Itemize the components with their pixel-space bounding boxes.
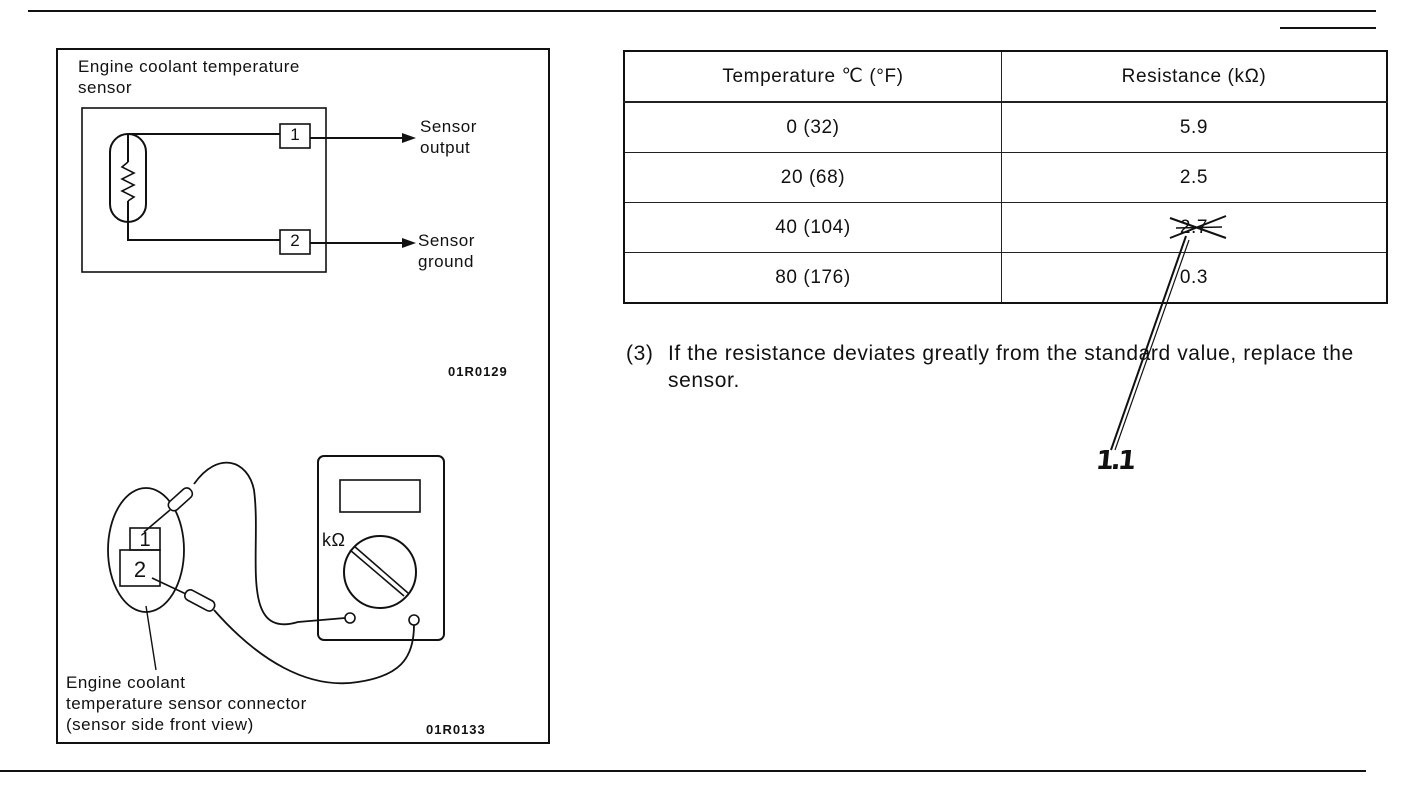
resistor-zigzag <box>120 161 136 202</box>
output-arrowhead <box>402 133 416 143</box>
table-row: 40 (104) 2.7 <box>623 202 1388 253</box>
ground-arrowhead <box>402 238 416 248</box>
meter-unit-label: kΩ <box>322 530 346 550</box>
handwritten-correction: 1.1 <box>1094 446 1135 476</box>
meter-jack-right <box>408 614 420 626</box>
cell-resistance: 2.5 <box>1001 152 1388 203</box>
sensor-title: Engine coolant temperature sensor <box>78 57 300 97</box>
figure-code-top: 01R0129 <box>448 364 508 379</box>
cell-temperature: 20 (68) <box>623 152 1002 203</box>
cell-resistance: 5.9 <box>1001 101 1388 153</box>
figure-panel: Engine coolant temperature sensor <box>56 48 550 744</box>
pin-1-box <box>279 123 311 149</box>
top-rule <box>28 10 1376 12</box>
cell-resistance-crossed: 2.7 <box>1001 202 1388 253</box>
header-resistance: Resistance (kΩ) <box>1001 50 1388 103</box>
top-rule-right <box>1280 27 1376 29</box>
table-row: 80 (176) 0.3 <box>623 252 1388 304</box>
probe-lower <box>184 589 216 612</box>
sensor-output-label: Sensor output <box>420 117 477 157</box>
wiring-schematic <box>81 107 445 685</box>
connector-pin-1-label: 1 <box>139 529 151 551</box>
table-row: 20 (68) 2.5 <box>623 152 1388 203</box>
bottom-rule <box>0 770 1366 772</box>
instruction-note: (3) If the resistance deviates greatly f… <box>626 340 1396 394</box>
connector-caption: Engine coolant temperature sensor connec… <box>66 673 307 734</box>
connector-pin-2-box <box>119 549 161 587</box>
multimeter-body <box>317 455 445 641</box>
pin-2-box <box>279 229 311 255</box>
pin-2-label: 2 <box>290 231 300 250</box>
cell-temperature: 80 (176) <box>623 252 1002 304</box>
probe-upper <box>167 487 194 512</box>
crossed-out-value: 2.7 <box>1169 214 1227 239</box>
connector-pin-2-label: 2 <box>133 557 147 582</box>
cell-temperature: 40 (104) <box>623 202 1002 253</box>
sensor-box <box>81 107 327 273</box>
strike-x-mark <box>1169 214 1227 239</box>
resistance-spec-table: Temperature ℃ (°F) Resistance (kΩ) 0 (32… <box>623 50 1388 304</box>
cell-resistance: 0.3 <box>1001 252 1388 304</box>
cell-temperature: 0 (32) <box>623 101 1002 153</box>
table-header-row: Temperature ℃ (°F) Resistance (kΩ) <box>623 50 1388 103</box>
sensor-ground-label: Sensor ground <box>418 231 475 271</box>
connector-leader <box>145 605 157 671</box>
note-text: If the resistance deviates greatly from … <box>668 342 1354 392</box>
pin-1-label: 1 <box>290 125 300 144</box>
note-number: (3) <box>626 342 654 365</box>
meter-jack-left <box>344 612 356 624</box>
multimeter-display <box>339 479 421 513</box>
probe-upper-lead <box>193 461 346 626</box>
header-temperature: Temperature ℃ (°F) <box>623 50 1002 103</box>
table-row: 0 (32) 5.9 <box>623 101 1388 153</box>
probe-lower-lead <box>213 609 415 685</box>
connector-outline <box>107 487 185 613</box>
figure-code-bottom: 01R0133 <box>426 722 486 737</box>
range-dial <box>343 535 417 609</box>
